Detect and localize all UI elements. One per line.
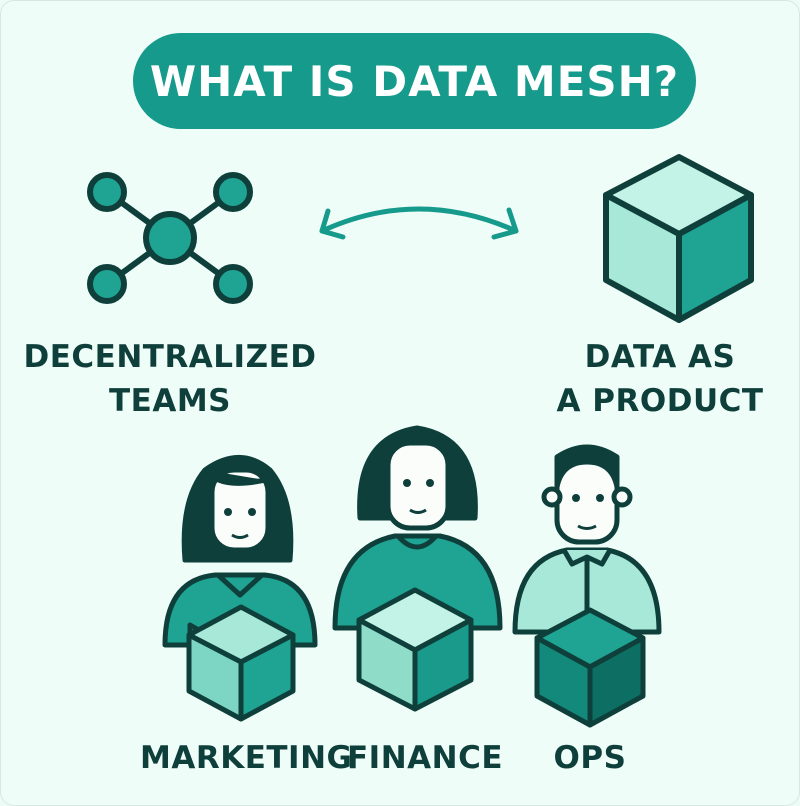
team-label-marketing: MARKETING [140,740,353,776]
cube-ops-icon [534,607,646,728]
page-title: WHAT IS DATA MESH? [133,33,696,129]
bidirectional-arrow-icon [319,206,519,240]
team-label-ops: OPS [553,740,627,776]
team-label-finance: FINANCE [346,740,504,776]
network-nodes-icon [87,172,253,304]
cube-finance-icon [356,587,474,712]
concept-label-decentralized: DECENTRALIZED TEAMS [23,339,317,419]
person-ops-icon [512,444,662,635]
cube-icon [603,154,754,323]
concept-label-data-product: DATA AS A PRODUCT [556,339,764,419]
cube-marketing-icon [186,604,296,722]
person-finance-icon [332,425,503,631]
